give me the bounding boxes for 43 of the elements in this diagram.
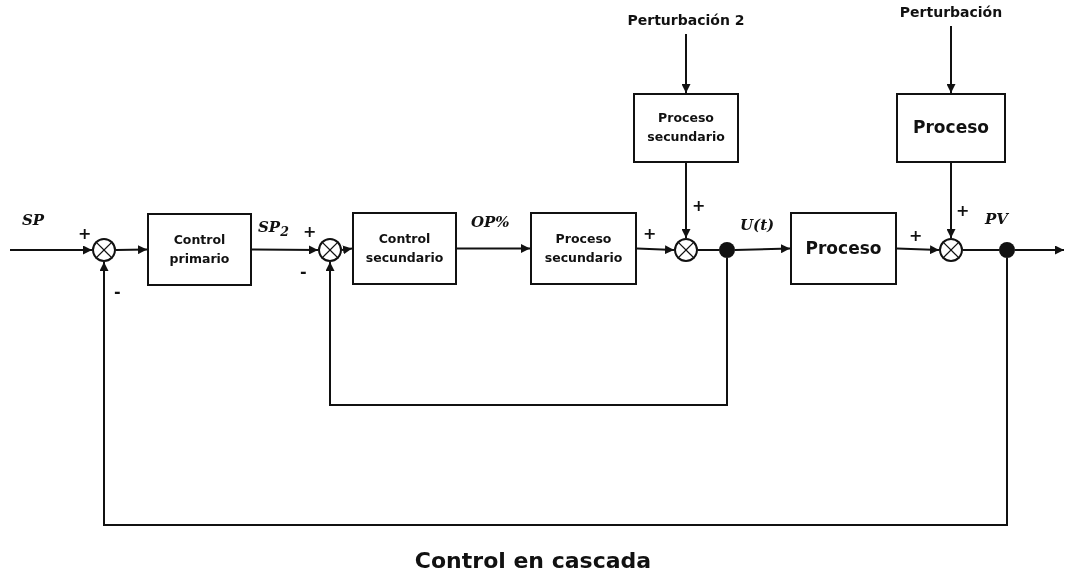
signal-label: SP: [22, 211, 45, 229]
summing-junction: [92, 238, 116, 262]
arrow: [456, 244, 531, 253]
signal-label: OP%: [471, 213, 510, 231]
summing-junction: [674, 238, 698, 262]
sign-label: +: [909, 226, 923, 245]
summing-junction: [318, 238, 342, 262]
arrow: [325, 257, 728, 406]
arrow: [341, 245, 353, 255]
process-box: Control secundario: [352, 212, 457, 285]
arrow: [681, 162, 691, 239]
arrow: [99, 257, 1008, 526]
sign-label: +: [303, 222, 317, 241]
arrow: [251, 245, 319, 255]
process-box: Proceso: [790, 212, 897, 285]
junction-dot: [999, 242, 1015, 258]
summing-junction: [939, 238, 963, 262]
arrow: [1014, 245, 1065, 255]
arrow: [734, 244, 791, 254]
arrow: [115, 245, 148, 255]
sign-label: +: [643, 224, 657, 243]
signal-label: U(t): [740, 216, 775, 234]
sign-label: +: [956, 201, 970, 220]
process-box: Control primario: [147, 213, 252, 286]
arrow: [946, 162, 956, 239]
sign-label: -: [300, 262, 307, 281]
arrow: [9, 245, 93, 255]
disturbance-label: Perturbación: [899, 4, 1003, 22]
caption: Control en cascada: [414, 548, 652, 573]
arrow: [896, 245, 940, 255]
disturbance-label: Perturbación 2: [627, 12, 745, 30]
process-box: Proceso: [896, 93, 1006, 163]
sign-label: -: [114, 282, 121, 301]
junction-dot: [719, 242, 735, 258]
sign-label: +: [692, 196, 706, 215]
process-box: Proceso secundario: [633, 93, 739, 163]
arrow: [636, 245, 675, 255]
arrow: [681, 33, 691, 94]
signal-label: SP$_{2}$: [258, 218, 289, 239]
arrow: [946, 25, 956, 94]
sign-label: +: [78, 224, 92, 243]
signal-label: PV: [985, 210, 1008, 228]
process-box: Proceso secundario: [530, 212, 637, 285]
